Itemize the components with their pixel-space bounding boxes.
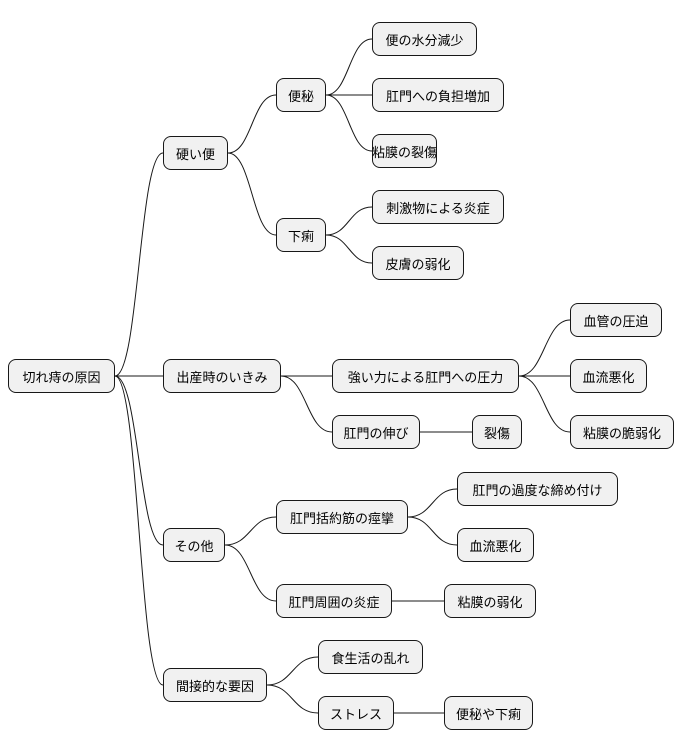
node-indirect-factors: 間接的な要因 — [163, 668, 267, 702]
connector-line — [518, 319, 571, 377]
node-laceration: 裂傷 — [472, 415, 522, 449]
connector-line — [518, 375, 571, 433]
node-stool-water-decrease: 便の水分減少 — [372, 22, 477, 56]
node-anal-burden-increase: 肛門への負担増加 — [372, 78, 504, 112]
node-mucosa-weakening: 粘膜の弱化 — [444, 584, 536, 618]
node-childbirth-straining: 出産時のいきみ — [163, 359, 281, 393]
node-sphincter-spasm: 肛門括約筋の痙攣 — [276, 500, 408, 534]
node-blood-flow-worsening-2: 血流悪化 — [457, 528, 534, 562]
connector-line — [224, 544, 277, 602]
node-constipation-or-diarrhea: 便秘や下痢 — [444, 696, 533, 730]
node-diarrhea: 下痢 — [276, 218, 326, 252]
node-hard-stool: 硬い便 — [163, 136, 228, 170]
connector-line — [227, 152, 277, 236]
node-excessive-tightening: 肛門の過度な締め付け — [457, 472, 618, 506]
connector-line — [325, 94, 373, 152]
connector-line — [114, 152, 164, 377]
node-mucosa-fragility: 粘膜の脆弱化 — [570, 415, 674, 449]
node-skin-weakening: 皮膚の弱化 — [372, 246, 464, 280]
node-irregular-diet: 食生活の乱れ — [318, 640, 423, 674]
connector-line — [266, 684, 319, 714]
node-constipation: 便秘 — [276, 78, 326, 112]
node-irritant-inflammation: 刺激物による炎症 — [372, 190, 504, 224]
connector-line — [325, 234, 373, 264]
node-vessel-compression: 血管の圧迫 — [570, 303, 662, 337]
connector-line — [114, 375, 164, 546]
root-node: 切れ痔の原因 — [8, 359, 115, 393]
node-anal-stretch: 肛門の伸び — [332, 415, 420, 449]
node-other: その他 — [163, 528, 225, 562]
connector-line — [325, 38, 373, 96]
node-stress: ストレス — [318, 696, 394, 730]
connector-line — [280, 375, 333, 433]
node-mucosa-laceration: 粘膜の裂傷 — [372, 134, 437, 168]
connector-line — [407, 516, 458, 546]
connector-line — [224, 516, 277, 546]
node-perianal-inflammation: 肛門周囲の炎症 — [276, 584, 392, 618]
connector-line — [266, 656, 319, 686]
connector-line — [227, 94, 277, 154]
connector-line — [325, 206, 373, 236]
connector-line — [114, 375, 164, 686]
node-blood-flow-worsening: 血流悪化 — [570, 359, 647, 393]
node-strong-pressure: 強い力による肛門への圧力 — [332, 359, 519, 393]
connector-line — [407, 488, 458, 518]
